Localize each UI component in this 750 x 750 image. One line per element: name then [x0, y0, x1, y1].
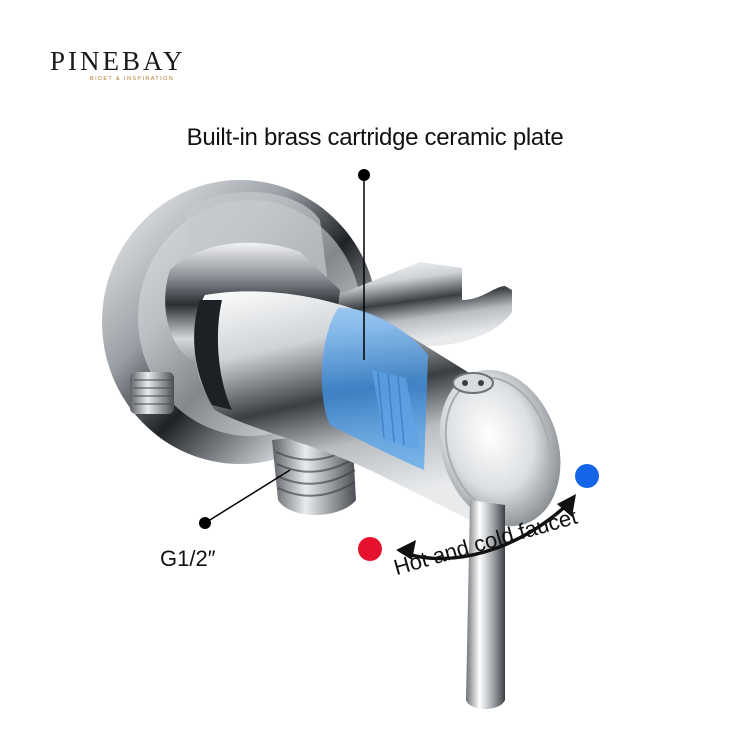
brand-name: PINEBAY — [50, 46, 186, 76]
end-cap — [439, 369, 561, 527]
brand-logo: PINEBAY BIDET & INSPIRATION — [50, 47, 200, 82]
cartridge-label: Built-in brass cartridge ceramic plate — [186, 124, 564, 151]
thread-size-label: G1/2″ — [160, 546, 216, 571]
top-screw — [452, 372, 494, 394]
cold-water-dot — [575, 464, 599, 488]
thread-leader-line — [204, 469, 291, 524]
thread-callout-dot — [199, 517, 211, 529]
cartridge-callout-dot — [358, 169, 370, 181]
back-thread — [130, 372, 174, 414]
hot-water-dot — [358, 537, 382, 561]
curved-double-arrow — [396, 494, 576, 561]
brand-tagline: BIDET & INSPIRATION — [90, 76, 175, 82]
lever-handle — [466, 500, 505, 709]
